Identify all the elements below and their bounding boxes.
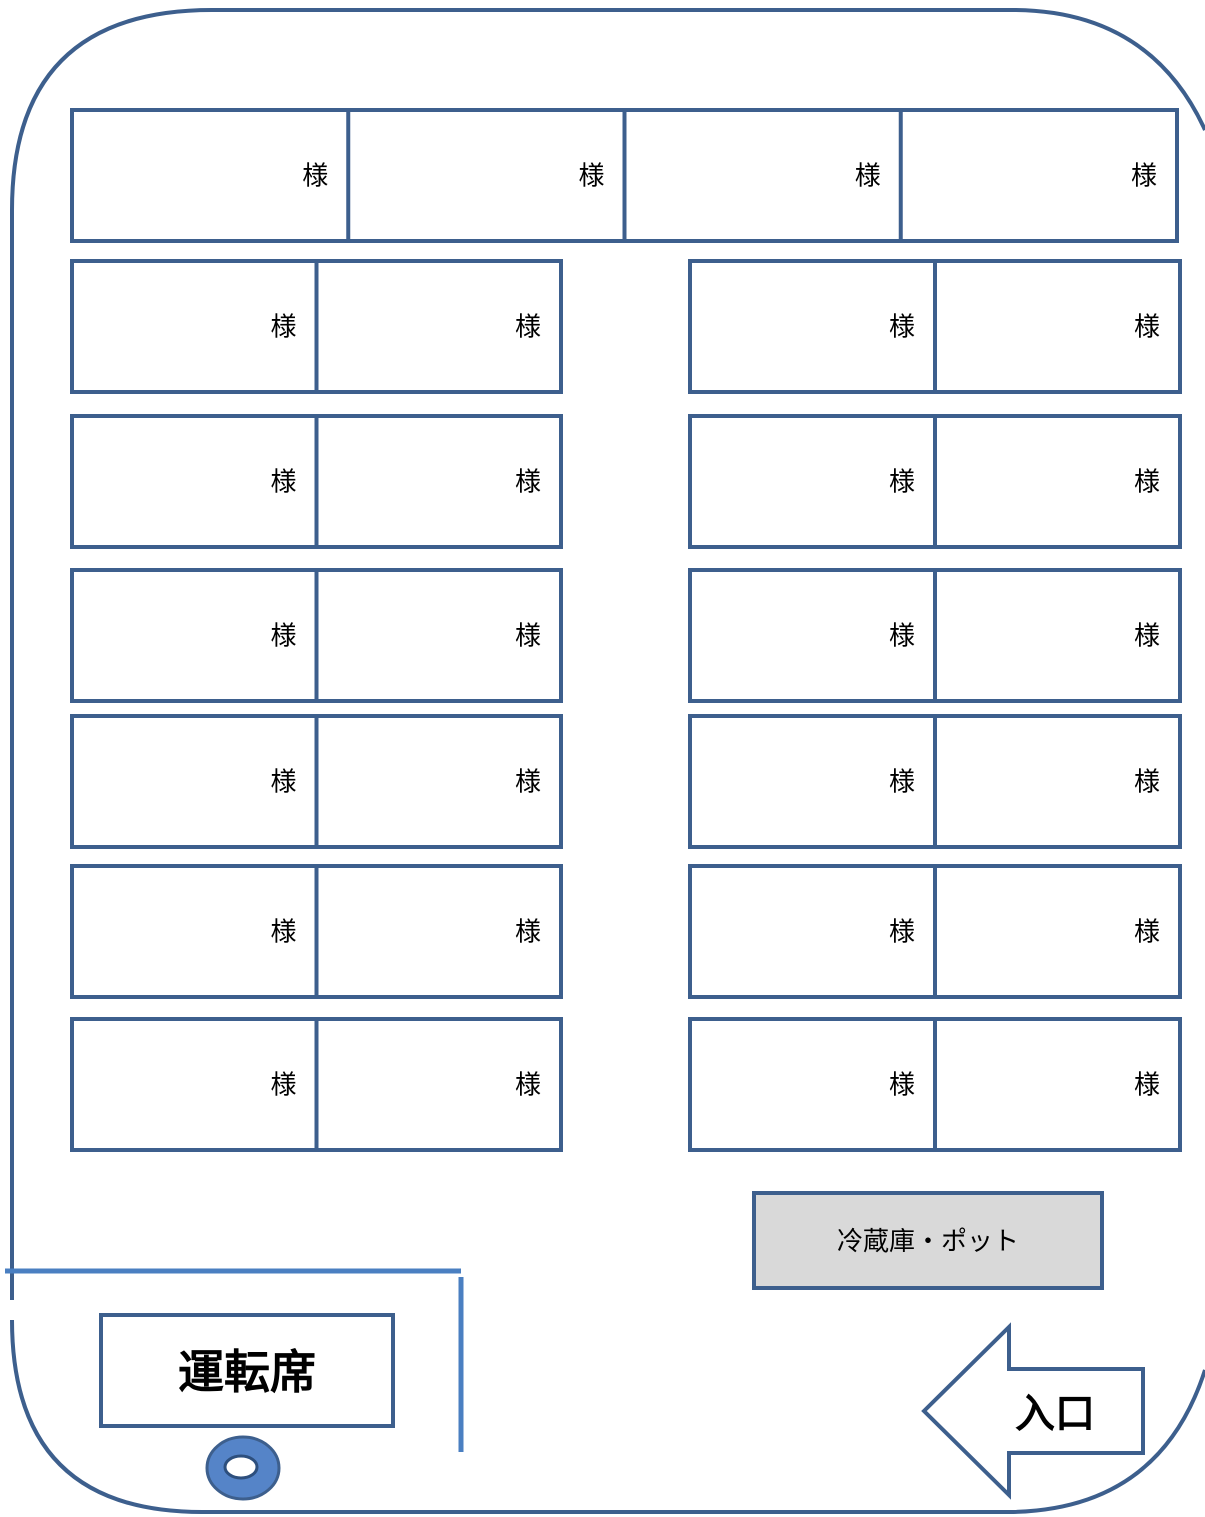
seat-label: 様 [515,468,541,498]
seat-label: 様 [578,162,604,192]
seat-label: 様 [889,622,915,652]
seat-label: 様 [270,918,296,948]
seat-label: 様 [889,918,915,948]
driver-partition [5,1268,464,1452]
driver-seat-label: 運転席 [178,1345,316,1399]
entrance-marker: 入口 [921,1322,1145,1500]
seat-label: 様 [515,1071,541,1101]
right-seat-row-2-block: 様様 [688,414,1182,549]
seat-label: 様 [270,468,296,498]
seat-label: 様 [270,313,296,343]
driver-seat: 運転席 [99,1313,395,1428]
seat-label: 様 [1134,768,1160,798]
fridge-pot-box: 冷蔵庫・ポット [752,1191,1104,1290]
left-seat-row-6-block: 様様 [70,1017,563,1152]
seat-label: 様 [1131,162,1157,192]
bus-outline [10,8,1205,1514]
fridge-pot-label: 冷蔵庫・ポット [837,1227,1019,1257]
seat-label: 様 [515,768,541,798]
right-seat-row-1-block: 様様 [688,259,1182,394]
left-seat-row-1-block: 様様 [70,259,563,394]
seat-label: 様 [270,622,296,652]
seat-label: 様 [1134,313,1160,343]
entrance-label: 入口 [1015,1391,1095,1437]
steering-wheel-icon [205,1435,281,1501]
right-seat-row-3-block: 様様 [688,568,1182,703]
right-seat-row-6-block: 様様 [688,1017,1182,1152]
left-seat-row-3-block: 様様 [70,568,563,703]
left-seat-row-5-block: 様様 [70,864,563,999]
seat-label: 様 [270,1071,296,1101]
right-seat-row-5-block: 様様 [688,864,1182,999]
seat-label: 様 [889,468,915,498]
seat-label: 様 [1134,468,1160,498]
seat-label: 様 [1134,622,1160,652]
seat-label: 様 [855,162,881,192]
seat-label: 様 [515,622,541,652]
seat-label: 様 [889,1071,915,1101]
seat-blocks: 様様様様様様様様様様様様様様様様様様様様様様様様様様様様 [70,108,1182,1152]
seat-label: 様 [515,918,541,948]
back-row-seat-block: 様様様様 [70,108,1179,243]
seat-label: 様 [1134,918,1160,948]
seat-label: 様 [302,162,328,192]
seat-label: 様 [270,768,296,798]
arrow-left-icon [921,1322,1145,1500]
seat-label: 様 [515,313,541,343]
left-seat-row-4-block: 様様 [70,714,563,849]
left-seat-row-2-block: 様様 [70,414,563,549]
seat-label: 様 [889,768,915,798]
seat-label: 様 [889,313,915,343]
seat-label: 様 [1134,1071,1160,1101]
right-seat-row-4-block: 様様 [688,714,1182,849]
